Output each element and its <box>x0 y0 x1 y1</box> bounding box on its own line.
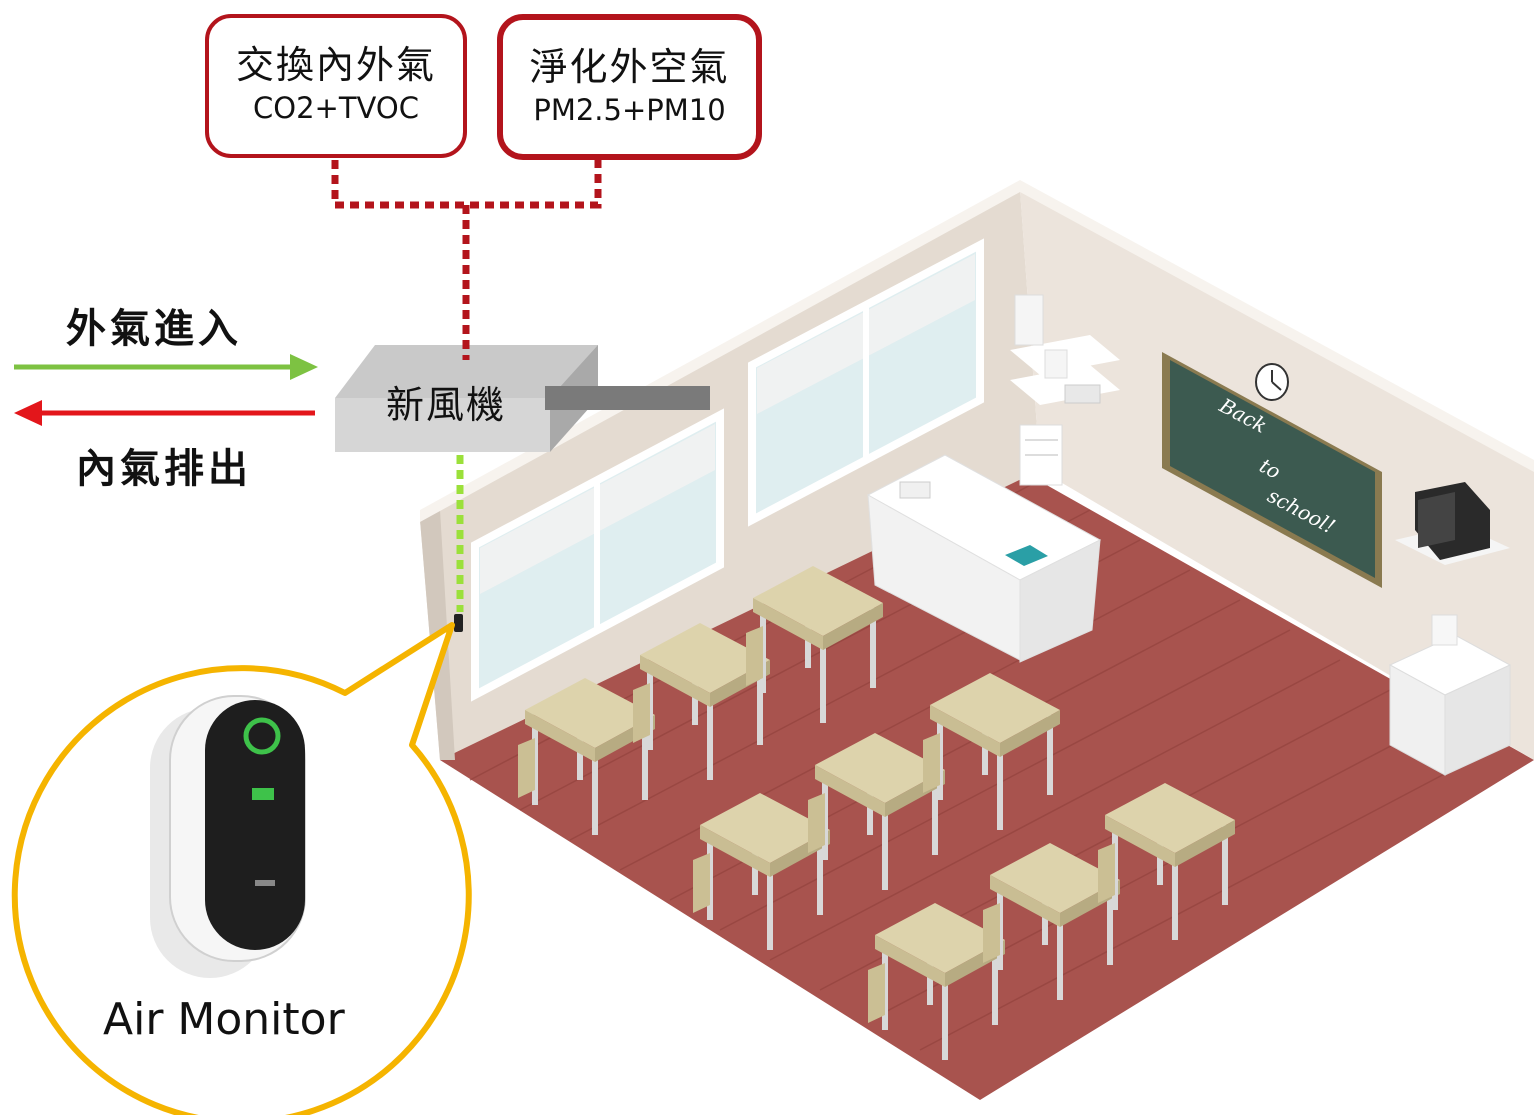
teacher-desk <box>866 454 1102 663</box>
purify-air-subtitle: PM2.5+PM10 <box>533 93 726 127</box>
air-monitor-wall-sensor <box>454 614 463 632</box>
student-desk <box>923 673 1060 830</box>
air-duct <box>545 386 710 410</box>
student-desk <box>1098 783 1235 940</box>
intake-arrow <box>14 354 318 380</box>
wall-shelves <box>1010 294 1120 405</box>
book-icon <box>1005 545 1048 566</box>
exchange-air-title: 交換內外氣 <box>235 43 436 87</box>
window-back <box>748 238 984 527</box>
window-front <box>471 408 724 702</box>
air-monitor-device-icon <box>150 695 306 978</box>
ventilation-unit-label: 新風機 <box>386 383 507 427</box>
student-desks <box>518 566 1235 1060</box>
chalkboard: Back to school! <box>1162 352 1382 588</box>
connector-lines <box>331 160 602 360</box>
intake-label: 外氣進入 <box>66 306 242 352</box>
exhaust-arrow <box>14 400 315 426</box>
student-desk <box>746 566 883 723</box>
exchange-air-subtitle: CO2+TVOC <box>253 91 419 125</box>
ventilation-unit <box>335 345 710 452</box>
cabinet <box>1388 614 1512 776</box>
purify-air-box: 淨化外空氣 PM2.5+PM10 <box>497 14 762 160</box>
purify-air-title: 淨化外空氣 <box>529 45 730 89</box>
air-monitor-label: Air Monitor <box>103 994 345 1045</box>
exhaust-label: 內氣排出 <box>76 446 252 492</box>
tv-icon <box>1395 482 1510 565</box>
teacher-chair <box>1019 424 1063 486</box>
exchange-air-box: 交換內外氣 CO2+TVOC <box>205 14 467 158</box>
clock-icon <box>1255 363 1289 401</box>
student-desk <box>633 623 770 780</box>
